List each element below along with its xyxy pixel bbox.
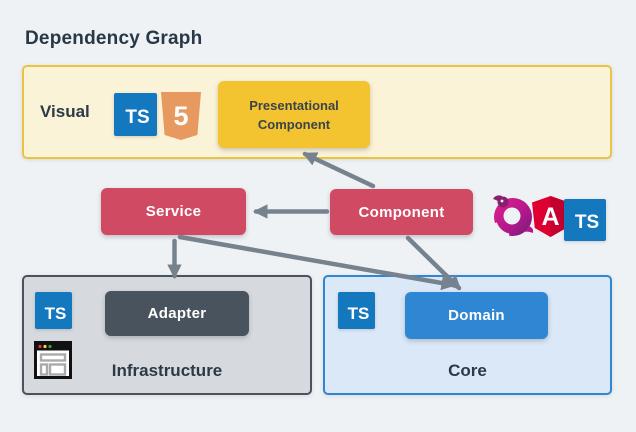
- typescript-icon-label: TS: [44, 303, 67, 323]
- typescript-icon: TS: [564, 199, 606, 241]
- node-service: Service: [101, 188, 246, 235]
- presentational-label-line1: Presentational: [249, 97, 339, 113]
- typescript-icon: TS: [338, 292, 375, 329]
- html5-icon: 5: [161, 92, 201, 140]
- group-infrastructure-label: Infrastructure: [111, 361, 223, 380]
- typescript-icon-label: TS: [574, 212, 600, 233]
- node-presentational-component: Presentational Component: [218, 81, 370, 148]
- node-domain: Domain: [405, 292, 548, 339]
- component-label: Component: [358, 203, 445, 221]
- service-label: Service: [145, 203, 202, 220]
- node-adapter: Adapter: [105, 291, 249, 336]
- node-component: Component: [330, 189, 473, 235]
- page-title: Dependency Graph: [25, 28, 203, 49]
- rxjs-icon: [493, 195, 534, 238]
- browser-window-icon: [34, 341, 72, 379]
- typescript-icon-label: TS: [347, 303, 370, 323]
- presentational-label-line2: Component: [257, 116, 331, 132]
- angular-icon-glyph: A: [541, 203, 559, 231]
- adapter-label: Adapter: [147, 305, 207, 322]
- group-core-label: Core: [448, 361, 487, 380]
- group-visual: Visual TS 5 Presentational Component: [22, 65, 612, 159]
- typescript-icon: TS: [35, 292, 72, 329]
- typescript-icon-label: TS: [125, 106, 150, 128]
- typescript-icon: TS: [114, 93, 157, 136]
- group-core: TS Domain Core: [323, 275, 612, 395]
- domain-label: Domain: [448, 307, 505, 324]
- group-visual-label: Visual: [40, 102, 90, 121]
- html5-icon-glyph: 5: [173, 101, 188, 131]
- group-infrastructure: TS Adapter Infrastructure: [22, 275, 312, 395]
